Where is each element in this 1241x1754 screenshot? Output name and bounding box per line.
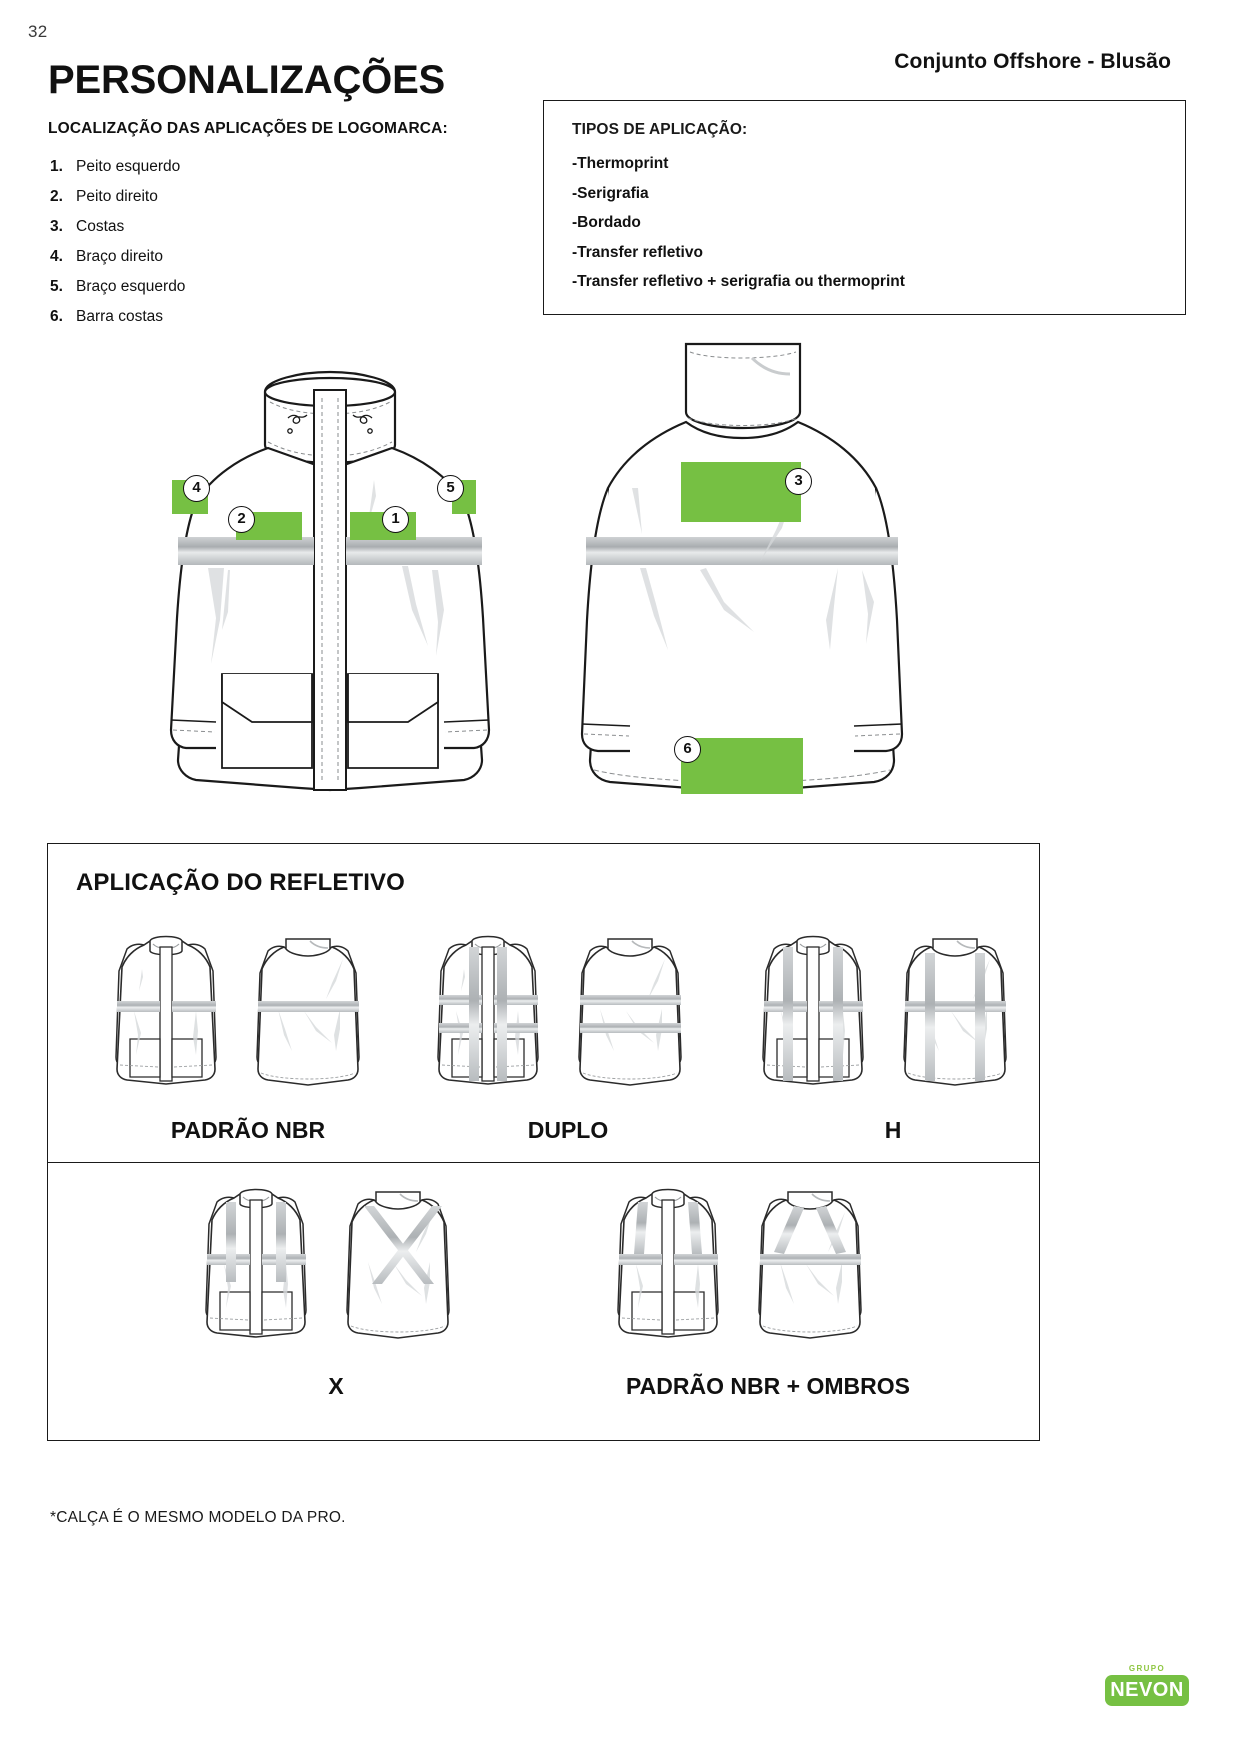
reflective-application-panel: APLICAÇÃO DO REFLETIVO	[47, 843, 1040, 1441]
panel-divider	[48, 1162, 1039, 1163]
list-item: 2. Peito direito	[50, 182, 185, 212]
reflective-band-front	[178, 537, 482, 565]
front-pockets	[221, 673, 439, 769]
marker-5[interactable]: 5	[437, 475, 464, 502]
list-item-label: Braço esquerdo	[76, 278, 186, 295]
list-item: -Bordado	[572, 214, 641, 231]
list-item: -Transfer refletivo + serigrafia ou ther…	[572, 273, 905, 290]
fabric-shading-back	[632, 484, 874, 650]
application-types-box: TIPOS DE APLICAÇÃO: -Thermoprint -Serigr…	[543, 100, 1186, 315]
list-item: 3. Costas	[50, 212, 185, 242]
marker-4[interactable]: 4	[183, 475, 210, 502]
list-item-label: Costas	[76, 218, 125, 235]
application-types-title: TIPOS DE APLICAÇÃO:	[572, 121, 748, 138]
list-item-number: 5.	[50, 278, 63, 295]
variant-label-h: H	[884, 1117, 902, 1143]
list-item: -Transfer refletivo	[572, 243, 703, 261]
logo-patch-6	[681, 738, 803, 794]
variant-nbr-ombros-back	[758, 1191, 862, 1339]
variant-x-front	[205, 1188, 307, 1338]
list-item-number: 1.	[50, 158, 63, 175]
collar-eyelet-icon	[287, 414, 373, 434]
list-item: 6. Barra costas	[50, 302, 185, 332]
list-item: 5. Braço esquerdo	[50, 272, 185, 302]
variant-padrao-nbr-back	[256, 938, 360, 1086]
jacket-technical-drawings	[169, 342, 904, 794]
list-item-number: 3.	[50, 218, 63, 235]
logo-locations-heading: LOCALIZAÇÃO DAS APLICAÇÕES DE LOGOMARCA:	[48, 120, 448, 137]
logo-locations-list: 1. Peito esquerdo 2. Peito direito 3. Costa…	[50, 152, 185, 332]
variant-label-padrao-nbr: PADRÃO NBR	[170, 1117, 326, 1143]
list-item: -Thermoprint	[572, 155, 669, 172]
reflective-variant-drawings	[115, 935, 1007, 1339]
variant-label-duplo: DUPLO	[527, 1117, 609, 1143]
footnote: *CALÇA É O MESMO MODELO DA PRO.	[50, 1509, 346, 1526]
list-item-number: 4.	[50, 248, 63, 265]
marker-2[interactable]: 2	[228, 506, 255, 533]
list-item: 1. Peito esquerdo	[50, 152, 185, 182]
list-item-label: Peito direito	[76, 188, 158, 205]
variant-label-x: X	[328, 1373, 344, 1399]
list-item-label: Barra costas	[76, 308, 164, 325]
list-item-number: 2.	[50, 188, 63, 205]
brand-name: NEVON	[1105, 1675, 1189, 1706]
list-item: 4. Braço direito	[50, 242, 185, 272]
jacket-illustrations: 4 2 1 5 3 6	[0, 330, 1241, 830]
reflective-band-back	[586, 537, 898, 565]
reflective-panel-title: APLICAÇÃO DO REFLETIVO	[76, 869, 405, 896]
page-title: PERSONALIZAÇÕES	[48, 58, 446, 102]
brand-logo: GRUPO NEVON	[1105, 1664, 1189, 1706]
variant-x-back	[346, 1191, 450, 1339]
jacket-back-view	[580, 342, 904, 794]
marker-1[interactable]: 1	[382, 506, 409, 533]
list-item-label: Peito esquerdo	[76, 158, 181, 175]
marker-3[interactable]: 3	[785, 468, 812, 495]
variant-duplo-back	[578, 938, 682, 1086]
variant-nbr-ombros-front	[617, 1188, 719, 1338]
list-item-label: Braço direito	[76, 248, 164, 265]
variant-h-back	[903, 938, 1007, 1086]
brand-grupo-label: GRUPO	[1128, 1664, 1166, 1673]
list-item: -Serigrafia	[572, 184, 649, 202]
marker-6[interactable]: 6	[674, 736, 701, 763]
list-item-number: 6.	[50, 308, 63, 325]
logo-patch-3	[681, 462, 801, 522]
application-types-list: -Thermoprint -Serigrafia -Bordado -Trans…	[572, 149, 905, 297]
variant-h-front	[762, 935, 864, 1085]
variant-label-nbr-ombros: PADRÃO NBR + OMBROS	[626, 1373, 910, 1399]
fabric-shading	[208, 480, 444, 664]
variant-padrao-nbr-front	[115, 935, 217, 1085]
product-name: Conjunto Offshore - Blusão	[894, 50, 1171, 73]
variant-duplo-front	[437, 935, 539, 1085]
page-number: 32	[28, 22, 48, 41]
